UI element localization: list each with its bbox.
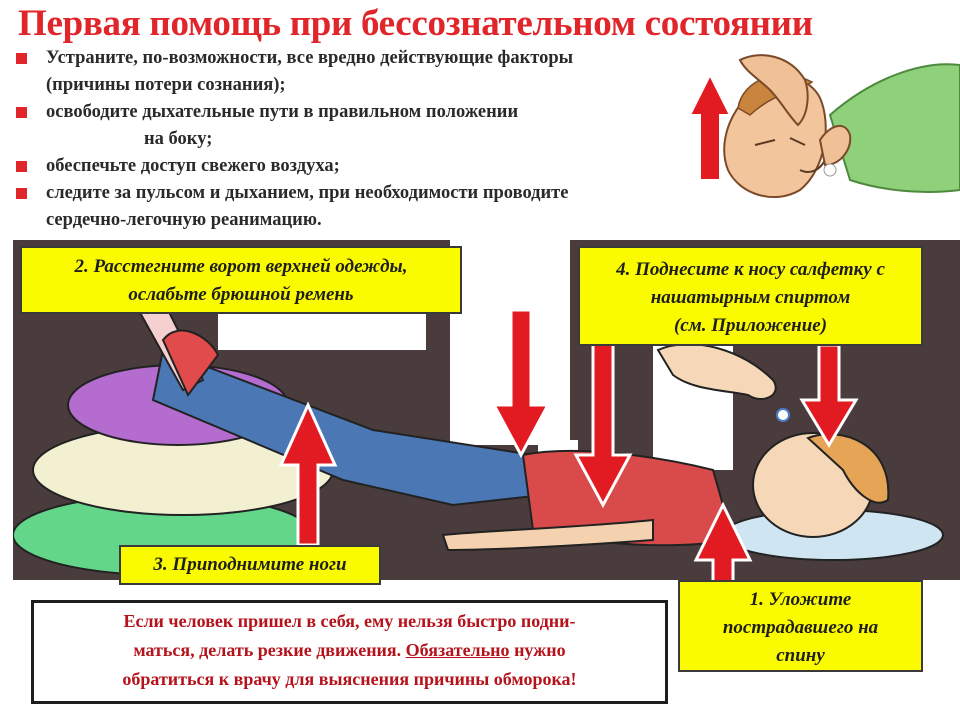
step-4-line: 4. Поднесите к носу салфетку с <box>616 259 885 280</box>
step-3-line: 3. Приподнимите ноги <box>153 554 347 575</box>
up-arrow-icon <box>690 72 730 180</box>
list-item: Устраните, по-возможности, все вредно де… <box>14 45 734 99</box>
warning-box: Если человек пришел в себя, ему нельзя б… <box>31 600 668 704</box>
step-4-label: 4. Поднесите к носу салфетку с нашатырны… <box>578 246 923 346</box>
warning-line: маться, делать резкие движения. <box>133 640 402 660</box>
up-arrow-icon <box>278 401 338 547</box>
list-item-text: Устраните, по-возможности, все вредно де… <box>46 48 574 68</box>
step-1-line: спину <box>776 645 825 666</box>
step-2-label: 2. Расстегните ворот верхней одежды, осл… <box>20 246 462 314</box>
list-item: освободите дыхательные пути в правильном… <box>14 99 734 153</box>
warning-line: Если человек пришел в себя, ему нельзя б… <box>123 611 576 631</box>
bullet-square-icon <box>16 188 27 199</box>
instruction-list: Устраните, по-возможности, все вредно де… <box>14 45 734 234</box>
recovery-position-illustration <box>680 20 960 240</box>
bullet-square-icon <box>16 107 27 118</box>
step-1-label: 1. Уложите пострадавшего на спину <box>678 580 923 672</box>
up-arrow-icon <box>693 501 753 580</box>
step-1-line: пострадавшего на <box>722 617 879 638</box>
warning-line: обратиться к врачу для выяснения причины… <box>122 669 577 689</box>
list-item: следите за пульсом и дыханием, при необх… <box>14 180 734 234</box>
list-item-text: следите за пульсом и дыханием, при необх… <box>46 183 569 203</box>
warning-emphasis: Обязательно <box>405 640 510 660</box>
step-1-line: 1. Уложите <box>749 589 852 610</box>
list-item-text: обеспечьте доступ свежего воздуха; <box>46 156 340 176</box>
step-3-label: 3. Приподнимите ноги <box>119 545 381 585</box>
step-4-line: нашатырным спиртом <box>650 287 851 308</box>
step-2-line: 2. Расстегните ворот верхней одежды, <box>74 256 408 277</box>
warning-line: нужно <box>514 640 566 660</box>
list-item: обеспечьте доступ свежего воздуха; <box>14 153 734 180</box>
bullet-square-icon <box>16 53 27 64</box>
page-title: Первая помощь при бессознательном состоя… <box>18 3 813 44</box>
list-item-text: освободите дыхательные пути в правильном… <box>46 102 519 122</box>
down-arrow-icon <box>491 308 551 459</box>
step-2-line: ослабьте брюшной ремень <box>128 284 354 305</box>
down-arrow-icon <box>573 338 633 509</box>
step-4-line: (см. Приложение) <box>673 315 828 336</box>
list-item-text: на боку; <box>144 129 213 149</box>
down-arrow-icon <box>799 343 859 448</box>
list-item-text: сердечно-легочную реанимацию. <box>46 210 322 230</box>
bullet-square-icon <box>16 161 27 172</box>
list-item-text: (причины потери сознания); <box>46 75 286 95</box>
